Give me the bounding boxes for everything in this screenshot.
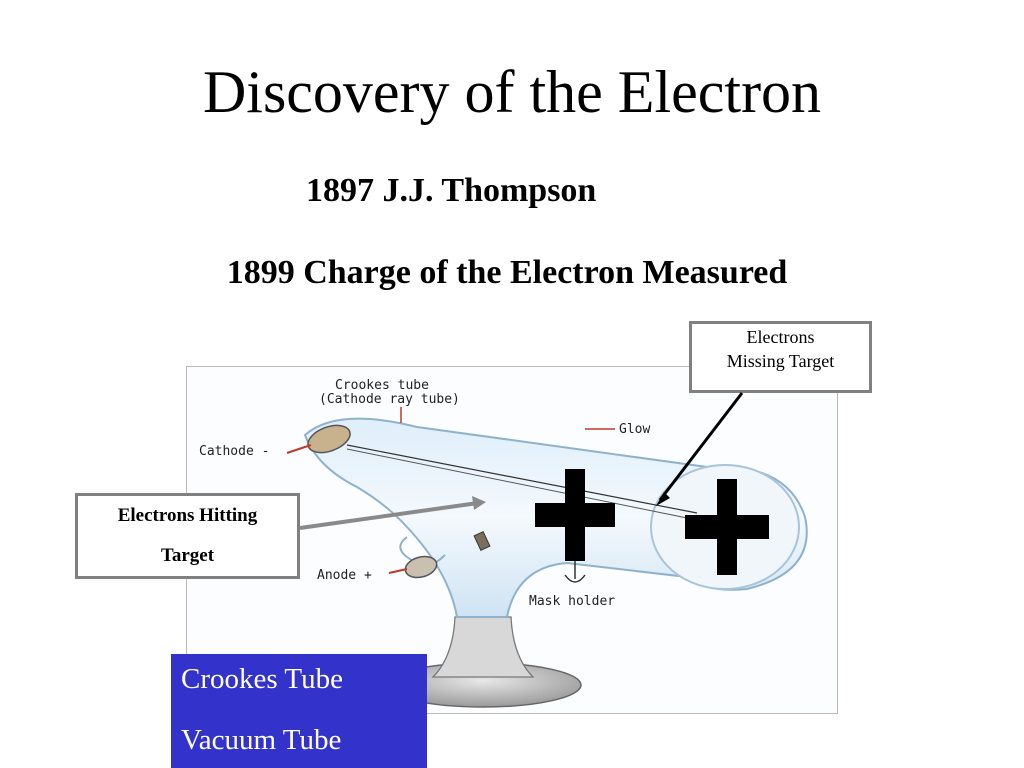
- target-plate: [473, 530, 491, 552]
- callout-hitting-line2: Target: [160, 545, 215, 566]
- slide-title: Discovery of the Electron: [202, 59, 822, 125]
- callout-electrons-missing-target: Electrons Missing Target: [689, 321, 872, 393]
- tube-names-box: Crookes Tube Vacuum Tube: [171, 654, 427, 768]
- anode-cap: [404, 555, 438, 579]
- mask-holder-label: Mask holder: [529, 594, 615, 609]
- callout-hitting-line1: Electrons Hitting: [117, 505, 258, 526]
- callout-electrons-hitting-target: Electrons Hitting Target: [75, 493, 300, 579]
- tube-label-line2: (Cathode ray tube): [319, 392, 460, 407]
- tube-name-crookes: Crookes Tube: [181, 663, 343, 695]
- subtitle-thompson: 1897 J.J. Thompson: [306, 172, 597, 209]
- callout-missing-line1: Electrons: [746, 327, 815, 347]
- plus-cross-right: [685, 479, 769, 575]
- tube-name-vacuum: Vacuum Tube: [181, 724, 342, 756]
- callout-missing-line2: Missing Target: [726, 351, 835, 371]
- cathode-label: Cathode -: [199, 444, 269, 459]
- subtitle-charge-measured: 1899 Charge of the Electron Measured: [226, 254, 788, 291]
- glow-label: Glow: [619, 422, 650, 437]
- plus-cross-left: [535, 469, 615, 561]
- tube-stem: [431, 616, 535, 678]
- tube-label-line1: Crookes tube: [335, 378, 429, 393]
- anode-label: Anode +: [317, 568, 372, 583]
